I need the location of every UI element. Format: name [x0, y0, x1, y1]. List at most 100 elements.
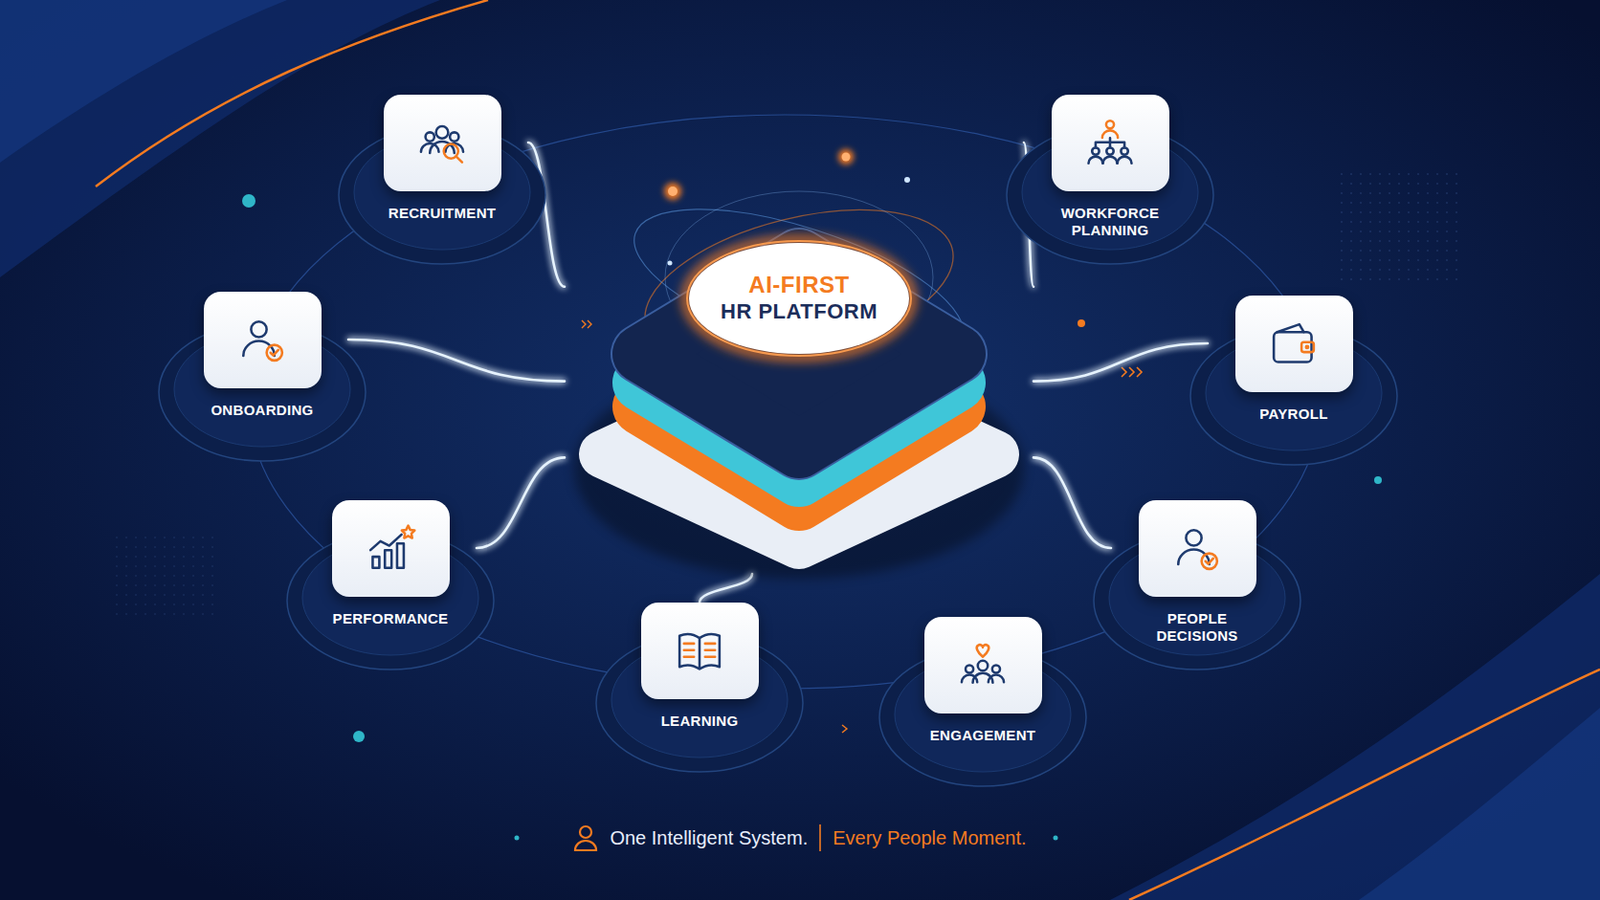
- icon-tile: [203, 291, 322, 389]
- glow-dot: [667, 261, 673, 267]
- decor-shape: [1177, 530, 1218, 570]
- glow-connector: [348, 339, 565, 382]
- decor-shape: [679, 634, 720, 669]
- accent-dot: [514, 836, 520, 842]
- decor-shape: [1273, 324, 1314, 362]
- decor-shape: [965, 665, 974, 673]
- decor-shape: [1205, 557, 1214, 564]
- chevrons: [1121, 367, 1142, 378]
- decor-shape: [397, 543, 404, 569]
- decor-shape: [1095, 137, 1125, 147]
- caption: One Intelligent System.: [609, 827, 808, 850]
- decor-shape: [270, 349, 279, 356]
- person-icon: [579, 826, 592, 839]
- accent-dot: [242, 194, 256, 208]
- decor-shape: [1177, 530, 1209, 565]
- icon-tile: [1235, 295, 1354, 393]
- corner-wave: [1358, 708, 1600, 900]
- module-node: LEARNING: [613, 602, 786, 731]
- decor-shape: [1088, 147, 1103, 163]
- module-icon: [234, 312, 290, 369]
- decor-shape: [429, 126, 455, 154]
- hub-ring: [687, 241, 912, 356]
- icon-tile: [641, 602, 759, 700]
- glow-connector: [1033, 343, 1208, 382]
- chevrons: [842, 725, 847, 734]
- decor-shape: [421, 126, 464, 163]
- module-label: PERFORMANCE: [333, 610, 449, 628]
- glow-dot: [664, 182, 682, 200]
- decor-shape: [684, 643, 715, 657]
- accent-dot: [1053, 836, 1059, 842]
- module-icon: [1266, 316, 1322, 373]
- glow-dot: [842, 153, 851, 162]
- decor-shape: [243, 321, 283, 361]
- decor-shape: [988, 665, 1004, 683]
- hub-disc: [688, 243, 910, 355]
- decor-shape: [992, 665, 1000, 673]
- decor-shape: [961, 644, 1004, 684]
- glow-dot: [838, 149, 854, 165]
- module-label: RECRUITMENT: [388, 204, 496, 223]
- module-icon: [955, 638, 1011, 694]
- icon-tile: [924, 617, 1043, 714]
- decor-shape: [977, 660, 988, 670]
- decor-shape: [1103, 147, 1118, 163]
- dot-grid: [114, 535, 221, 623]
- module-node: ENGAGEMENT: [896, 617, 1069, 745]
- icon-tile: [1051, 94, 1170, 192]
- module-label: PEOPLE DECISIONS: [1130, 610, 1265, 645]
- module-label: PAYROLL: [1259, 405, 1328, 423]
- accent-dot: [1374, 476, 1382, 485]
- decor-shape: [1106, 120, 1114, 129]
- glow-dot: [904, 177, 911, 183]
- decor-shape: [973, 660, 994, 683]
- decor-shape: [266, 344, 283, 360]
- person-icon: [575, 841, 597, 851]
- module-label: ONBOARDING: [210, 401, 313, 420]
- divider: [819, 824, 822, 852]
- person-icon: [573, 823, 599, 853]
- decor-shape: [243, 321, 274, 356]
- platform-illustration: [564, 210, 1034, 575]
- module-node: ONBOARDING: [176, 291, 349, 420]
- module-icon: [671, 623, 728, 680]
- module-disk: [879, 648, 1087, 787]
- module-disk: [596, 634, 803, 773]
- decor-shape: [575, 826, 597, 851]
- module-node: PAYROLL: [1207, 295, 1380, 423]
- module-icon: [362, 521, 419, 578]
- decor-shape: [1106, 147, 1113, 155]
- chevrons: [581, 320, 592, 329]
- glow-connector: [1033, 457, 1112, 549]
- decor-shape: [973, 672, 994, 683]
- decor-shape: [1091, 147, 1099, 155]
- decor-shape: [425, 132, 435, 141]
- corner-wave: [1110, 574, 1600, 900]
- decor-shape: [977, 644, 990, 658]
- hub-title: AI-FIRST: [748, 271, 849, 300]
- corner-wave: [0, 0, 288, 163]
- accent-dot: [1077, 319, 1086, 328]
- decor-shape: [1185, 530, 1201, 546]
- module-icon: [1082, 115, 1138, 172]
- decor-shape: [679, 634, 720, 669]
- hub-title: HR PLATFORM: [720, 299, 878, 325]
- decor-shape: [384, 550, 392, 569]
- decor-shape: [250, 321, 267, 337]
- hub-glow: [686, 240, 912, 357]
- module-label: ENGAGEMENT: [930, 727, 1037, 745]
- decor-shape: [1273, 332, 1312, 362]
- module-label: LEARNING: [661, 712, 739, 731]
- decor-shape: [401, 525, 415, 538]
- caption-row: One Intelligent System.Every People Mome…: [0, 819, 1600, 858]
- decor-shape: [370, 525, 415, 568]
- accent-curve: [1129, 669, 1600, 900]
- orbit-ring: [248, 114, 1321, 689]
- module-icon: [414, 115, 470, 172]
- icon-tile: [1138, 500, 1257, 598]
- decor-shape: [449, 132, 459, 141]
- decor-shape: [456, 155, 463, 162]
- decor-shape: [961, 665, 978, 683]
- module-node: PEOPLE DECISIONS: [1111, 500, 1284, 645]
